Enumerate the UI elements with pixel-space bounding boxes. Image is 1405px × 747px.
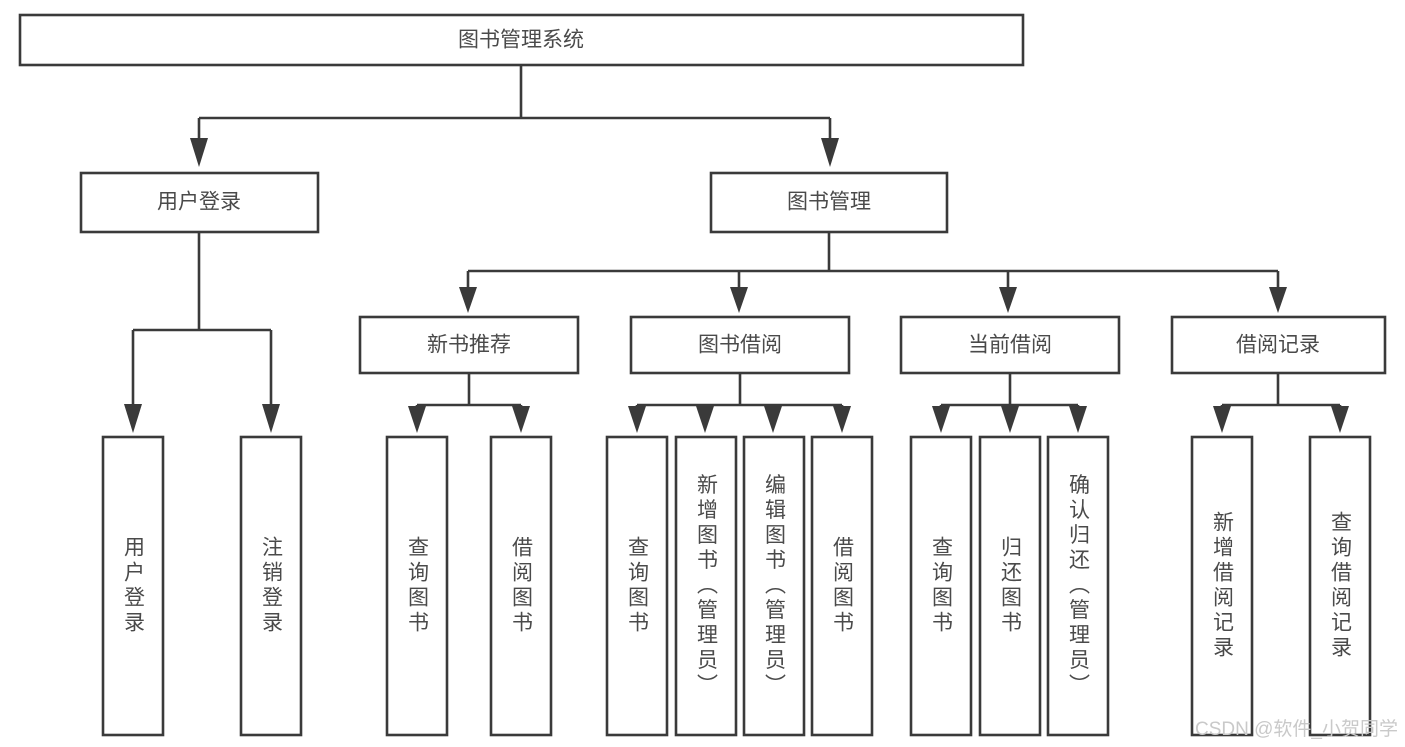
leaf-current-borrow-1[interactable]: 归还图书 bbox=[978, 435, 1042, 737]
node-root-box bbox=[18, 13, 1025, 67]
node-user-login-label: 用户登录 bbox=[157, 191, 241, 214]
arrow-head-new-book-leaf0 bbox=[408, 406, 426, 433]
leaf-current-borrow-2[interactable]: 确认归还（管理员） bbox=[1046, 435, 1110, 737]
node-book-borrow-box bbox=[629, 315, 851, 375]
leaf-user-login-0-box bbox=[101, 435, 165, 737]
leaf-borrow-record-1[interactable]: 查询借阅记录 bbox=[1308, 435, 1372, 737]
leaf-book-borrow-0-label: 查询图书 bbox=[626, 536, 650, 636]
node-book-manage-label: 图书管理 bbox=[787, 191, 871, 214]
leaf-book-borrow-1-label: 新增图书（管理员） bbox=[695, 474, 719, 699]
arrow-head-borrow-record bbox=[1269, 287, 1287, 313]
node-borrow-record-box bbox=[1170, 315, 1387, 375]
arrow-head-borrow-record-leaf0 bbox=[1213, 406, 1231, 433]
watermark-label: CSDN @软件_小贺同学 bbox=[1195, 718, 1398, 740]
leaf-new-book-1-label: 借阅图书 bbox=[510, 536, 534, 636]
arrow-head-book-borrow-leaf3 bbox=[833, 406, 851, 433]
leaf-book-borrow-0-box bbox=[605, 435, 669, 737]
node-borrow-record-label: 借阅记录 bbox=[1236, 334, 1320, 357]
leaf-book-borrow-2-label: 编辑图书（管理员） bbox=[763, 474, 787, 699]
leaf-user-login-0[interactable]: 用户登录 bbox=[101, 435, 165, 737]
arrow-head-book-borrow bbox=[730, 287, 748, 313]
node-current-borrow-box bbox=[899, 315, 1121, 375]
node-book-manage-box bbox=[709, 171, 949, 234]
leaf-new-book-0-label: 查询图书 bbox=[406, 536, 430, 636]
leaf-book-borrow-1[interactable]: 新增图书（管理员） bbox=[674, 435, 738, 737]
leaf-user-login-1-label: 注销登录 bbox=[260, 536, 284, 636]
arrow-head-new-book-leaf1 bbox=[512, 406, 530, 433]
leaf-user-login-0-label: 用户登录 bbox=[122, 536, 146, 636]
node-new-book-recommend[interactable]: 新书推荐 bbox=[358, 315, 580, 375]
leaf-current-borrow-0[interactable]: 查询图书 bbox=[909, 435, 973, 737]
node-root-label: 图书管理系统 bbox=[458, 29, 584, 52]
leaf-current-borrow-0-box bbox=[909, 435, 973, 737]
arrow-head-borrow-record-leaf1 bbox=[1331, 406, 1349, 433]
arrow-head-new-book bbox=[459, 287, 477, 313]
arrow-head-book-borrow-leaf0 bbox=[628, 406, 646, 433]
arrow-head-book-manage bbox=[821, 138, 839, 167]
leaf-borrow-record-1-box bbox=[1308, 435, 1372, 737]
leaf-current-borrow-1-label: 归还图书 bbox=[999, 536, 1023, 636]
arrow-head-user-login-leaf1 bbox=[124, 404, 142, 433]
arrow-head-current-borrow-leaf2 bbox=[1069, 406, 1087, 433]
leaf-book-borrow-2[interactable]: 编辑图书（管理员） bbox=[742, 435, 806, 737]
arrow-head-current-borrow bbox=[999, 287, 1017, 313]
leaf-borrow-record-0-box bbox=[1190, 435, 1254, 737]
leaf-book-borrow-1-box bbox=[674, 435, 738, 737]
leaf-book-borrow-3-label: 借阅图书 bbox=[831, 536, 855, 636]
node-book-borrow[interactable]: 图书借阅 bbox=[629, 315, 851, 375]
node-current-borrow[interactable]: 当前借阅 bbox=[899, 315, 1121, 375]
leaf-user-login-1-box bbox=[239, 435, 303, 737]
node-user-login[interactable]: 用户登录 bbox=[79, 171, 320, 234]
leaf-new-book-1[interactable]: 借阅图书 bbox=[489, 435, 553, 737]
node-current-borrow-label: 当前借阅 bbox=[968, 334, 1052, 357]
node-new-book-recommend-box bbox=[358, 315, 580, 375]
leaf-book-borrow-3[interactable]: 借阅图书 bbox=[810, 435, 874, 737]
arrow-head-user-login bbox=[190, 138, 208, 167]
node-root[interactable]: 图书管理系统 bbox=[18, 13, 1025, 67]
leaf-borrow-record-0[interactable]: 新增借阅记录 bbox=[1190, 435, 1254, 737]
arrow-head-book-borrow-leaf1 bbox=[696, 406, 714, 433]
leaf-borrow-record-1-label: 查询借阅记录 bbox=[1329, 511, 1353, 661]
leaf-current-borrow-2-box bbox=[1046, 435, 1110, 737]
leaf-book-borrow-2-box bbox=[742, 435, 806, 737]
arrow-head-current-borrow-leaf0 bbox=[932, 406, 950, 433]
arrow-head-user-login-leaf2 bbox=[262, 404, 280, 433]
leaf-user-login-1[interactable]: 注销登录 bbox=[239, 435, 303, 737]
leaf-current-borrow-0-label: 查询图书 bbox=[930, 536, 954, 636]
leaf-current-borrow-2-label: 确认归还（管理员） bbox=[1067, 474, 1091, 699]
node-borrow-record[interactable]: 借阅记录 bbox=[1170, 315, 1387, 375]
leaf-book-borrow-3-box bbox=[810, 435, 874, 737]
node-new-book-recommend-label: 新书推荐 bbox=[427, 334, 511, 357]
node-book-manage[interactable]: 图书管理 bbox=[709, 171, 949, 234]
leaf-new-book-0-box bbox=[385, 435, 449, 737]
arrow-head-book-borrow-leaf2 bbox=[764, 406, 782, 433]
leaf-current-borrow-1-box bbox=[978, 435, 1042, 737]
leaf-new-book-1-box bbox=[489, 435, 553, 737]
leaf-new-book-0[interactable]: 查询图书 bbox=[385, 435, 449, 737]
arrow-head-current-borrow-leaf1 bbox=[1001, 406, 1019, 433]
leaf-book-borrow-0[interactable]: 查询图书 bbox=[605, 435, 669, 737]
leaf-borrow-record-0-label: 新增借阅记录 bbox=[1211, 511, 1235, 661]
node-book-borrow-label: 图书借阅 bbox=[698, 334, 782, 357]
